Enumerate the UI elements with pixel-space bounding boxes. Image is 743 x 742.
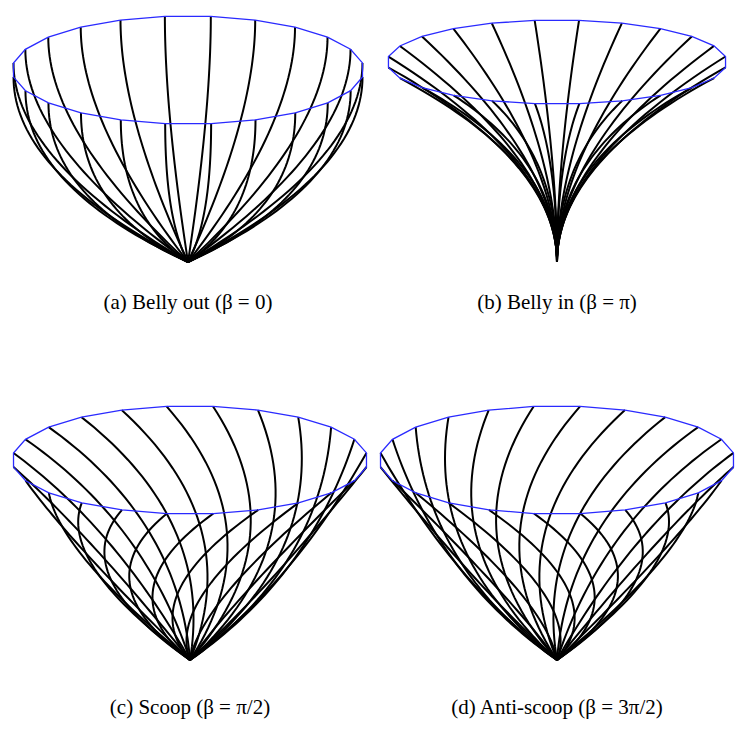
- generator-curve: [496, 406, 557, 660]
- generator-curve: [190, 439, 354, 660]
- generator-curve: [557, 36, 692, 262]
- generator-curve: [13, 63, 188, 262]
- generator-curve: [422, 36, 557, 262]
- generator-curve: [188, 16, 211, 262]
- generator-curve: [190, 453, 366, 660]
- generator-curve: [445, 417, 557, 660]
- generator-curve: [190, 417, 302, 660]
- generator-curve: [188, 103, 328, 262]
- generator-curve: [422, 88, 557, 262]
- generator-curve: [388, 68, 557, 262]
- generator-curve: [14, 467, 190, 660]
- generator-curve: [539, 410, 625, 660]
- figure-caption: (c) Scoop (β = π/2): [110, 695, 270, 720]
- figure-caption: (a) Belly out (β = 0): [104, 290, 273, 315]
- generator-curve: [557, 67, 726, 262]
- rim-outline: [388, 20, 725, 103]
- generator-curve: [557, 88, 692, 262]
- generator-curve: [557, 439, 721, 660]
- figure-caption: (b) Belly in (β = π): [477, 290, 637, 315]
- generator-curve: [82, 417, 194, 660]
- figure-caption: (d) Anti-scoop (β = 3π/2): [451, 695, 663, 720]
- generator-curve: [188, 37, 328, 262]
- generator-curve: [557, 453, 733, 660]
- generator-curve: [190, 427, 331, 660]
- generator-curve: [190, 406, 251, 660]
- generator-curve: [400, 78, 557, 262]
- generator-curve: [557, 23, 622, 262]
- generator-curve: [188, 77, 363, 262]
- generator-curve: [121, 20, 189, 262]
- generator-curve: [188, 49, 351, 262]
- generator-curve: [188, 63, 362, 262]
- rim-outline: [381, 406, 734, 513]
- generator-curve: [557, 78, 714, 262]
- generator-curve: [416, 427, 557, 660]
- generator-curve: [165, 16, 188, 262]
- generator-curve: [557, 56, 726, 262]
- generator-curve: [535, 20, 557, 262]
- generator-curve: [492, 23, 557, 262]
- rim-outline: [14, 406, 367, 513]
- generator-curve: [25, 439, 190, 660]
- generator-curve: [557, 29, 660, 262]
- generator-curve: [557, 46, 714, 262]
- generator-curve: [122, 410, 208, 660]
- rim-outline: [13, 16, 362, 123]
- generator-curve: [400, 46, 557, 262]
- generator-curve: [14, 77, 188, 262]
